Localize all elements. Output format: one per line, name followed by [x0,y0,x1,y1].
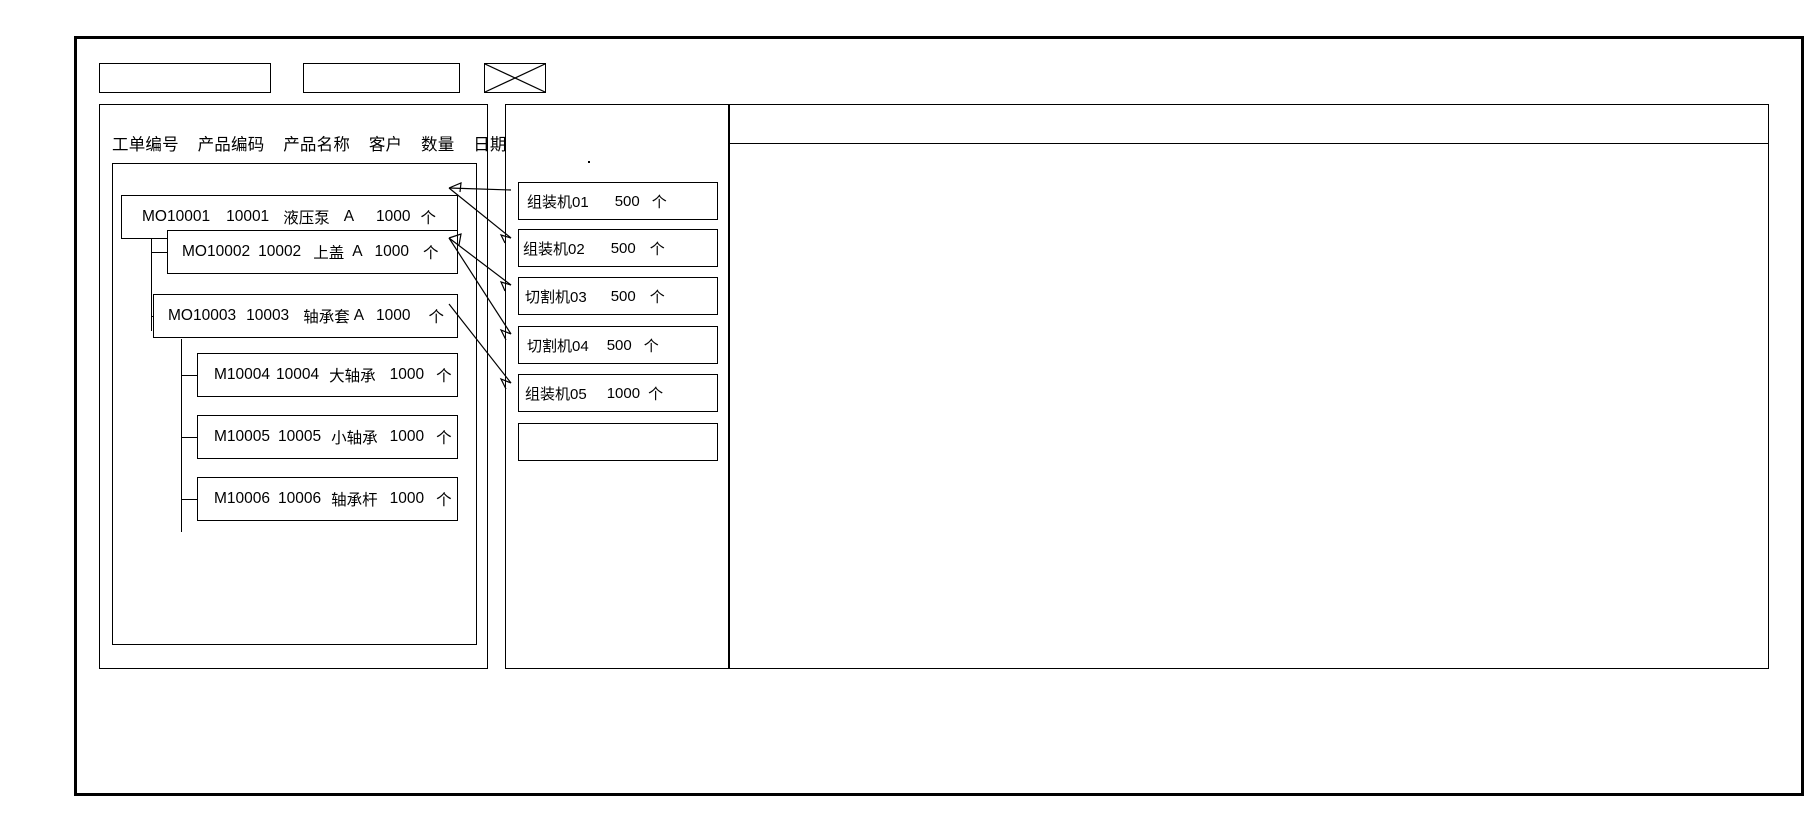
row-order-no: M10005 [214,428,271,445]
machine-schedule-panel: 组装机01 500 个 组装机02 500 个 切割机03 500 个 切割机0… [505,104,729,669]
panel-marker-dot [588,161,590,163]
machine-unit: 个 [648,385,664,403]
row-product-code: 10002 [258,243,302,260]
machine-unit: 个 [643,337,659,355]
row-unit: 个 [420,210,437,227]
row-customer: A [343,208,355,225]
tree-trunk-level1 [151,217,153,331]
row-product-code: 10003 [246,307,290,324]
column-header-product-code: 产品编码 [197,136,265,154]
row-order-no: M10004 [214,366,271,383]
row-quantity: 1000 [374,243,410,260]
list-item[interactable]: 组装机02 500 个 [518,229,718,267]
machine-quantity: 500 [610,239,636,257]
detail-grid-panel [729,104,1769,669]
machine-unit: 个 [649,240,665,258]
table-row[interactable]: M10004 10004 大轴承 1000 个 [197,353,458,397]
list-item[interactable]: 切割机04 500 个 [518,326,718,364]
tree-stub-row5 [181,437,197,439]
list-item-empty[interactable] [518,423,718,461]
row-product-code: 10005 [278,428,322,445]
row-order-no: MO10003 [168,307,237,324]
table-row[interactable]: MO10002 10002 上盖 A 1000 个 [167,230,458,274]
list-item[interactable]: 切割机03 500 个 [518,277,718,315]
machine-name: 组装机02 [523,240,585,258]
row-order-no: MO10002 [182,243,251,260]
column-header-product-name: 产品名称 [283,136,351,154]
row-product-code: 10006 [278,490,322,507]
machine-name: 切割机04 [527,337,589,355]
machine-quantity: 500 [614,192,640,210]
row-quantity: 1000 [389,366,425,383]
row-product-code: 10004 [276,366,320,383]
row-order-no: M10006 [214,490,271,507]
work-order-panel: 工单编号 产品编码 产品名称 客户 数量 日期 MO10001 [99,104,506,669]
list-item[interactable]: 组装机01 500 个 [518,182,718,220]
row-customer: A [353,307,365,324]
machine-name: 组装机05 [525,385,587,403]
row-product-name: 轴承杆 [331,492,378,509]
work-order-column-headers: 工单编号 产品编码 产品名称 客户 数量 日期 [112,131,506,155]
column-header-date: 日期 [473,136,507,154]
row-quantity: 1000 [389,428,425,445]
machine-name: 组装机01 [527,193,589,211]
toolbar [99,63,1769,97]
toolbar-field-1[interactable] [99,63,271,93]
table-row[interactable]: M10006 10006 轴承杆 1000 个 [197,477,458,521]
row-order-no: MO10001 [142,208,211,225]
machine-unit: 个 [651,193,667,211]
row-unit: 个 [428,309,445,326]
row-product-name: 轴承套 [303,309,350,326]
row-unit: 个 [436,430,452,447]
column-header-order-no: 工单编号 [112,136,179,154]
close-x-icon[interactable] [484,63,546,93]
row-unit: 个 [436,368,452,385]
app-window: 工单编号 产品编码 产品名称 客户 数量 日期 MO10001 [74,36,1804,796]
tree-stub-row4 [181,375,197,377]
row-product-name: 上盖 [313,245,345,262]
row-unit: 个 [423,245,439,262]
tree-stub-row2 [151,252,167,254]
tree-trunk-level2 [181,339,183,532]
tree-stub-row6 [181,499,197,501]
row-customer: A [352,243,363,260]
column-header-quantity: 数量 [421,136,455,154]
detail-grid-header-rule [730,143,1768,145]
row-quantity: 1000 [376,208,411,225]
row-unit: 个 [436,492,452,509]
list-item[interactable]: 组装机05 1000 个 [518,374,718,412]
machine-quantity: 500 [610,287,636,305]
row-product-name: 小轴承 [331,430,378,447]
row-product-name: 液压泵 [283,210,330,227]
work-order-list-frame: MO10001 10001 液压泵 A 1000 个 MO10002 10002… [112,163,477,645]
row-product-name: 大轴承 [329,368,376,385]
row-quantity: 1000 [376,307,411,324]
machine-unit: 个 [649,288,665,306]
machine-quantity: 500 [606,336,632,354]
row-quantity: 1000 [389,490,425,507]
row-product-code: 10001 [226,208,270,225]
column-header-customer: 客户 [368,136,403,154]
table-row[interactable]: MO10003 10003 轴承套 A 1000 个 [153,294,458,338]
table-row[interactable]: M10005 10005 小轴承 1000 个 [197,415,458,459]
machine-name: 切割机03 [525,288,587,306]
toolbar-field-2[interactable] [303,63,460,93]
machine-quantity: 1000 [606,384,641,402]
